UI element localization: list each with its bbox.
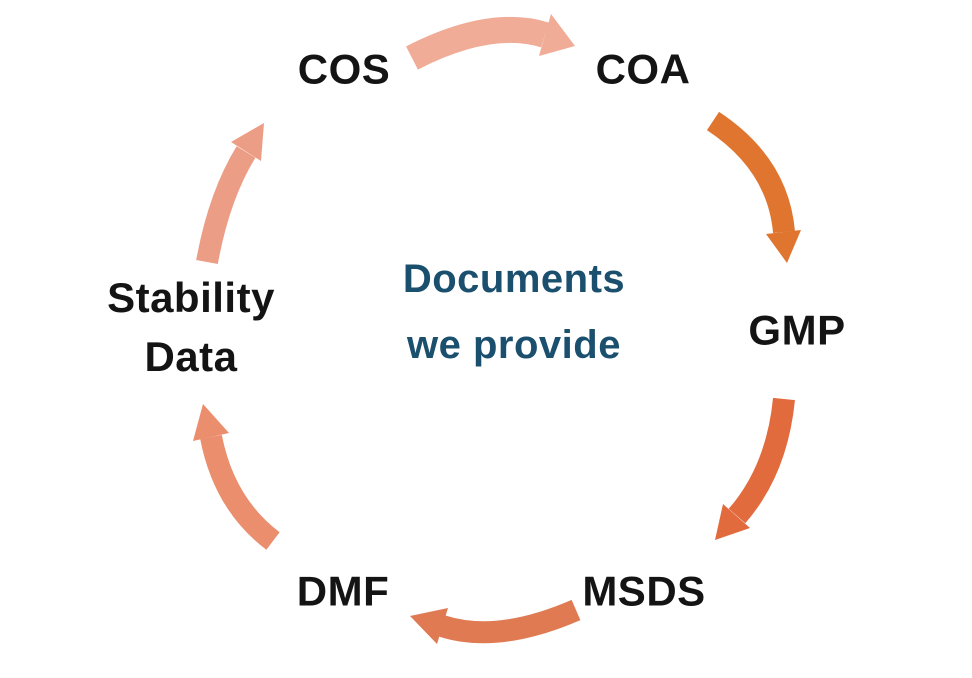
- node-cos: COS: [297, 45, 391, 93]
- node-stability-data-line2: Data: [144, 333, 238, 380]
- arrow-msds-to-dmf: [438, 599, 581, 644]
- arrow-stability-to-cos: [196, 146, 256, 264]
- arrowhead-stability-to-cos: [231, 123, 264, 161]
- node-msds: MSDS: [582, 567, 706, 615]
- node-stability-data-line1: Stability: [107, 274, 275, 322]
- node-dmf: DMF: [296, 567, 390, 615]
- center-title-line2: we provide: [407, 323, 621, 367]
- arrowhead-msds-to-dmf: [410, 608, 448, 644]
- arrow-gmp-to-msds: [728, 397, 795, 524]
- arrow-dmf-to-stability: [200, 434, 280, 550]
- center-title-line1: Documents: [402, 257, 626, 301]
- node-gmp: GMP: [748, 306, 846, 354]
- arrow-cos-to-coa: [406, 17, 549, 70]
- arrow-coa-to-gmp: [706, 111, 795, 234]
- center-title: Documents we provide: [403, 246, 625, 378]
- arrowhead-gmp-to-msds: [715, 504, 750, 540]
- node-coa: COA: [595, 45, 691, 93]
- arrowhead-cos-to-coa: [539, 14, 575, 56]
- node-stability-data: Stability Data: [107, 269, 275, 387]
- arrowhead-coa-to-gmp: [766, 230, 801, 263]
- arrowhead-dmf-to-stability: [193, 404, 229, 441]
